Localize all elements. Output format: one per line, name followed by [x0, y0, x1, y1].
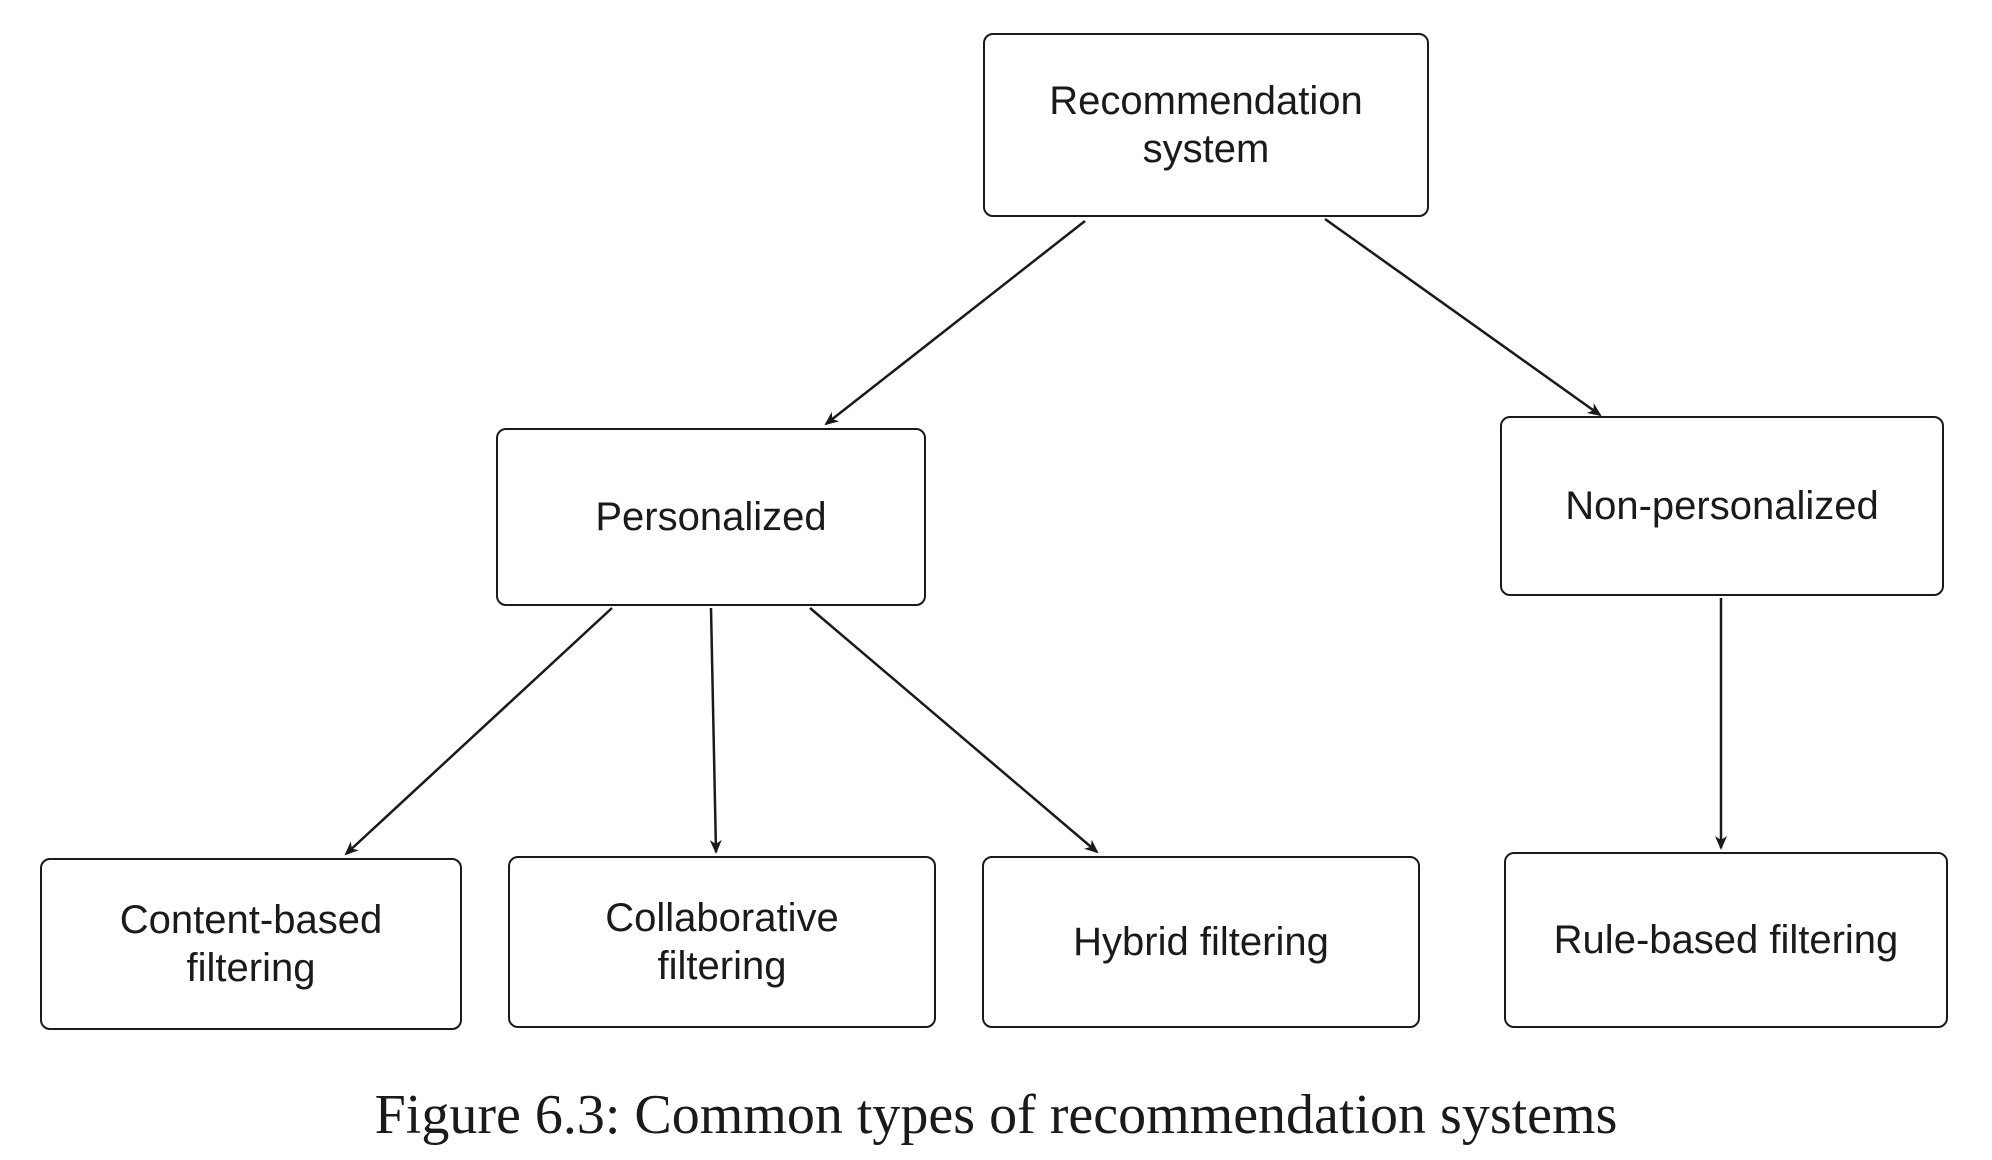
- node-label: Recommendation system: [1049, 79, 1363, 171]
- edge-personalized-to-hybrid: [809, 607, 1099, 854]
- node-label: Personalized: [595, 495, 827, 539]
- node-non-personalized: Non-personalized: [1500, 416, 1944, 596]
- node-label: Rule-based filtering: [1553, 918, 1899, 962]
- node-label: Collaborative filtering: [605, 896, 839, 988]
- node-label: Non-personalized: [1565, 484, 1879, 528]
- edge-personalized-to-collaborative: [709, 607, 722, 854]
- node-hybrid-filtering: Hybrid filtering: [982, 856, 1420, 1028]
- node-rule-based-filtering: Rule-based filtering: [1504, 852, 1948, 1028]
- edge-root-to-nonpersonalized: [1324, 217, 1602, 417]
- edge-root-to-personalized: [824, 220, 1086, 426]
- node-label: Content-based filtering: [119, 898, 383, 990]
- node-label: Hybrid filtering: [1073, 920, 1329, 964]
- edge-personalized-to-content: [344, 607, 613, 856]
- node-personalized: Personalized: [496, 428, 926, 606]
- node-recommendation-system: Recommendation system: [983, 33, 1429, 217]
- figure-caption: Figure 6.3: Common types of recommendati…: [374, 1084, 1618, 1146]
- node-content-based-filtering: Content-based filtering: [40, 858, 462, 1030]
- node-collaborative-filtering: Collaborative filtering: [508, 856, 936, 1028]
